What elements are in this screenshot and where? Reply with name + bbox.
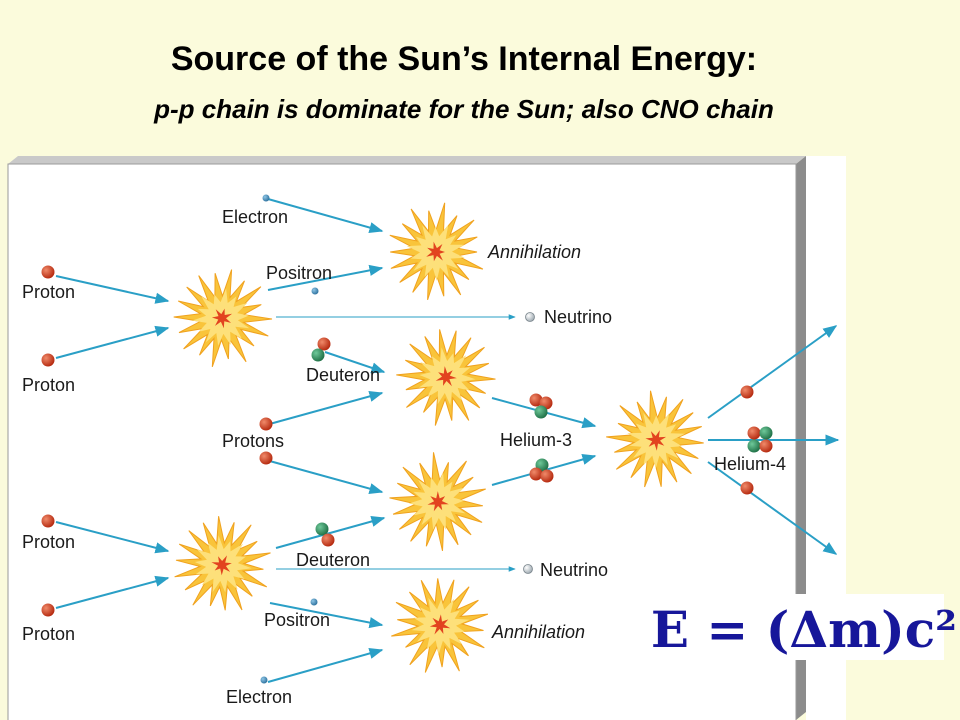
arrow-deuteron-bottom [275, 515, 386, 549]
reaction-bursts [173, 202, 704, 673]
arrow-proton-out-upper [707, 325, 838, 419]
label-proton-1: Proton [22, 282, 75, 302]
label-proton-2: Proton [22, 375, 75, 395]
electron-bottom [260, 676, 268, 684]
arrow-proton-lower [265, 459, 384, 495]
arrow-positron-bottom [269, 602, 384, 629]
burst-deuterium-fusion-bottom [389, 452, 486, 552]
proton-lower [259, 451, 273, 465]
panel-right-edge [796, 156, 806, 720]
label-proton-3: Proton [22, 532, 75, 552]
arrow-proton-2 [55, 325, 170, 359]
arrow-proton-out-lower [707, 461, 838, 555]
proton-2 [41, 353, 55, 367]
positron-bottom [310, 598, 318, 606]
label-positron-bottom: Positron [264, 610, 330, 630]
label-electron-top: Electron [222, 207, 288, 227]
equation-box [664, 594, 944, 660]
helium3-lower-nucleus [529, 458, 554, 483]
slide-subtitle: p-p chain is dominate for the Sun; also … [154, 94, 774, 124]
helium4-nucleus [747, 426, 773, 453]
arrow-deuteron-top [324, 351, 386, 374]
mass-energy-equation: E = (Δm)c² [651, 600, 957, 659]
label-annihilation-top: Annihilation [487, 242, 581, 262]
label-annihilation-bottom: Annihilation [491, 622, 585, 642]
positron-top [311, 287, 319, 295]
arrow-electron-top [267, 198, 384, 233]
arrow-proton-1 [55, 275, 170, 304]
arrow-positron-top [267, 264, 384, 291]
neutrino-bottom [523, 564, 533, 574]
burst-proton-fusion-top [173, 269, 273, 368]
deuteron-top-nucleus [311, 337, 331, 362]
burst-helium3-fusion [606, 390, 704, 488]
helium3-upper-nucleus [529, 393, 553, 419]
label-deuteron-top: Deuteron [306, 365, 380, 385]
label-helium4: Helium-4 [714, 454, 786, 474]
proton-3 [41, 514, 55, 528]
burst-annihilation-top [389, 202, 484, 301]
label-helium3: Helium-3 [500, 430, 572, 450]
proton-out-upper [740, 385, 754, 399]
particles [41, 194, 773, 684]
arrow-proton-3 [55, 521, 170, 554]
proton-out-lower [740, 481, 754, 495]
burst-annihilation-bottom [391, 578, 489, 673]
burst-proton-fusion-bottom [174, 516, 271, 611]
deuteron-bottom-nucleus [315, 522, 335, 547]
proton-4 [41, 603, 55, 617]
arrow-proton-4 [55, 575, 170, 609]
label-protons: Protons [222, 431, 284, 451]
label-electron-bottom: Electron [226, 687, 292, 707]
arrow-electron-bottom [267, 648, 384, 683]
arrow-proton-upper [265, 390, 384, 426]
label-deuteron-bottom: Deuteron [296, 550, 370, 570]
panel-top-edge [8, 156, 806, 164]
label-neutrino-bottom: Neutrino [540, 560, 608, 580]
reaction-arrows [55, 198, 840, 683]
proton-1 [41, 265, 55, 279]
slide-title: Source of the Sun’s Internal Energy: [170, 40, 758, 78]
electron-top [262, 194, 270, 202]
burst-deuterium-fusion-top [396, 329, 496, 426]
neutrino-top [525, 312, 535, 322]
proton-upper [259, 417, 273, 431]
label-neutrino-top: Neutrino [544, 307, 612, 327]
label-proton-4: Proton [22, 624, 75, 644]
label-positron-top: Positron [266, 263, 332, 283]
